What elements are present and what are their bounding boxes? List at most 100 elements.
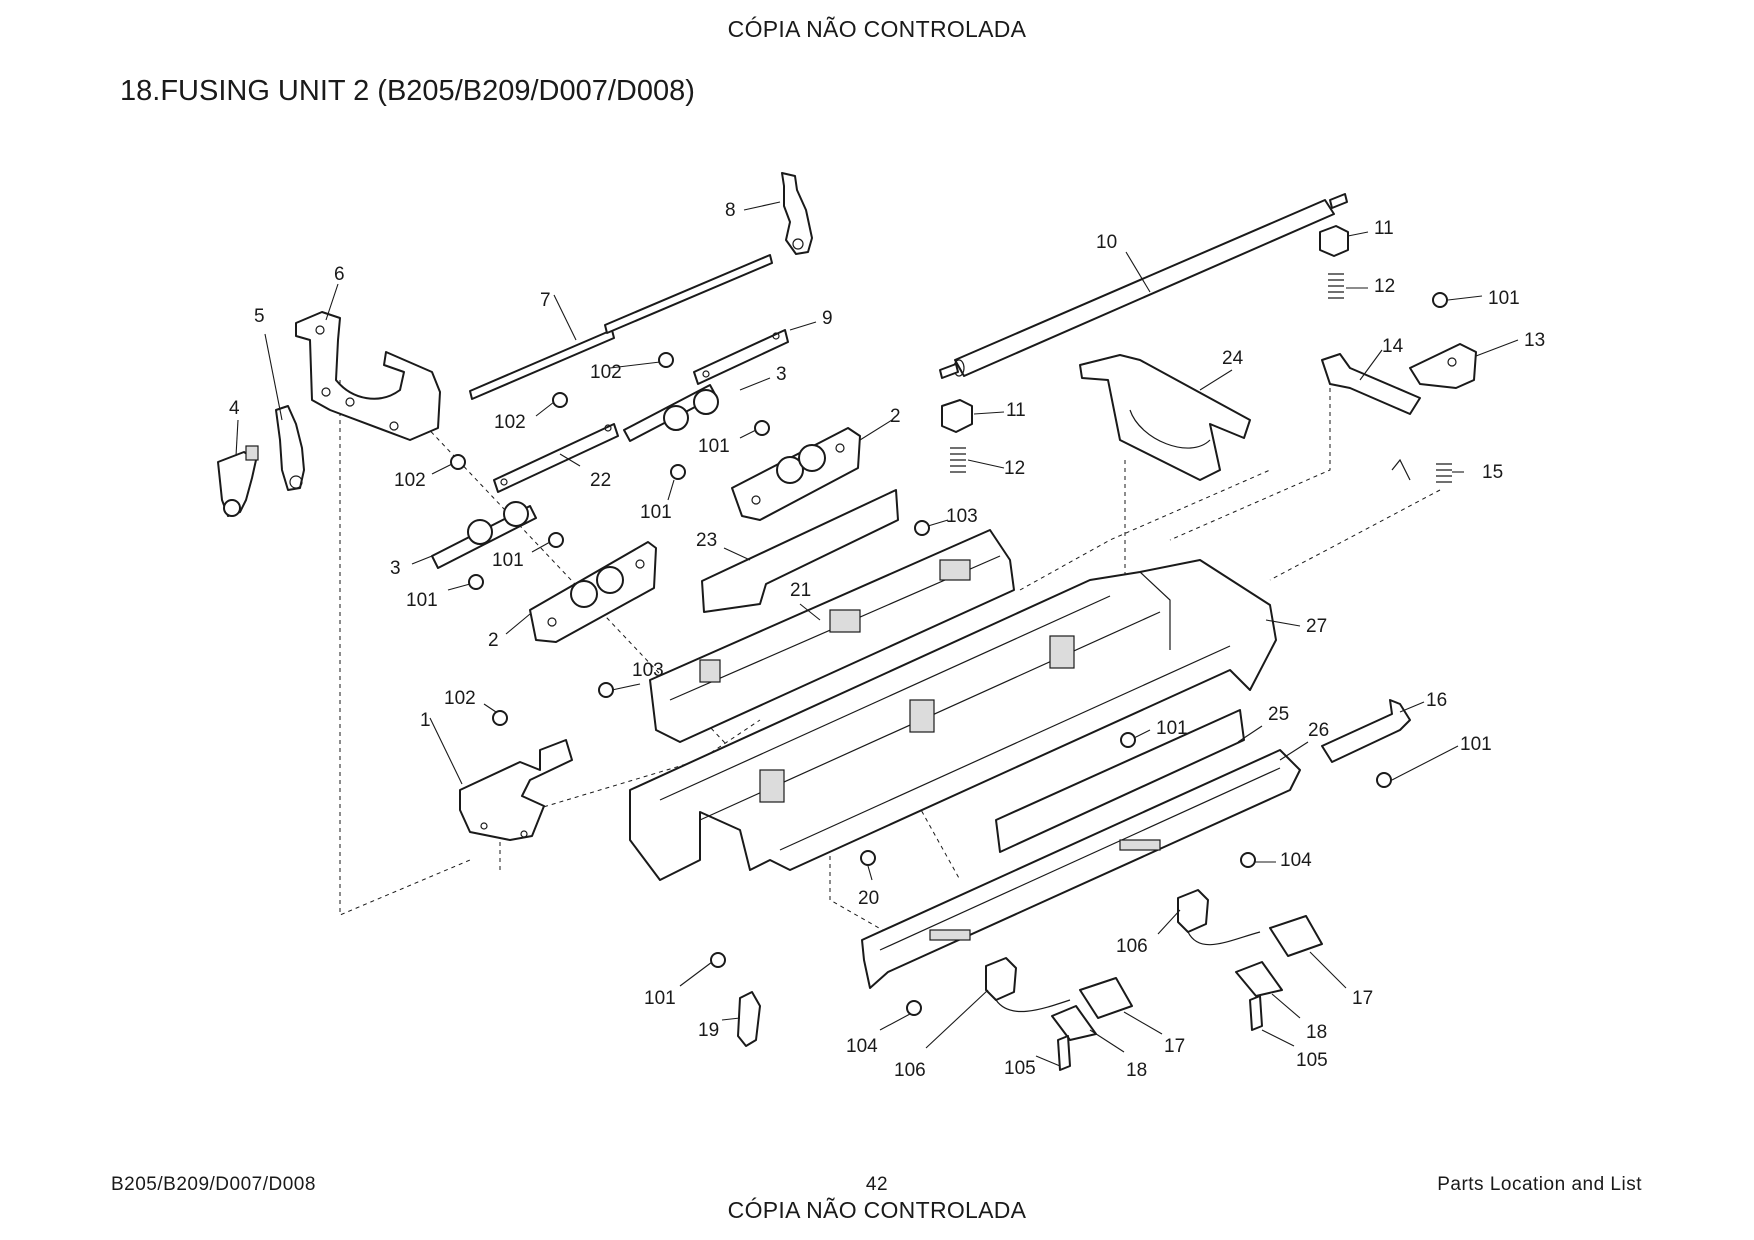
screws	[450, 292, 1448, 1016]
part-4-cam	[217, 445, 259, 517]
part-2-bearing-plate-lower	[529, 541, 657, 643]
callout-6: 6	[334, 264, 345, 285]
callout-8: 8	[725, 200, 736, 221]
part-5-lever	[275, 405, 305, 491]
part-1-bracket	[459, 739, 573, 841]
callout-21: 21	[790, 580, 811, 601]
callout-3: 3	[390, 558, 401, 579]
part-9-bracket	[693, 329, 789, 385]
screw-101	[468, 574, 484, 590]
screw-104	[906, 1000, 922, 1016]
callout-102: 102	[394, 470, 426, 491]
callout-4: 4	[229, 398, 240, 419]
part-3-bushings-lower	[431, 501, 537, 569]
sensor-set-right	[1177, 889, 1323, 1031]
callout-101: 101	[492, 550, 524, 571]
callout-5: 5	[254, 306, 265, 327]
part-10-roller	[939, 193, 1348, 379]
part-16-plate	[1321, 699, 1411, 763]
part-27-main-frame	[629, 559, 1277, 881]
screw-103	[598, 682, 614, 698]
callout-101: 101	[1488, 288, 1520, 309]
part-17-left	[1079, 977, 1133, 1019]
screw-104	[1240, 852, 1256, 868]
page-title: 18.FUSING UNIT 2 (B205/B209/D007/D008)	[120, 75, 695, 107]
callout-105: 105	[1296, 1050, 1328, 1071]
callout-7: 7	[540, 290, 551, 311]
callout-13: 13	[1524, 330, 1545, 351]
callout-3: 3	[776, 364, 787, 385]
footer-page-number: 42	[865, 1174, 889, 1195]
callout-11: 11	[1374, 218, 1394, 239]
screw-102	[552, 392, 568, 408]
leader-lines	[235, 201, 1519, 1067]
callout-101: 101	[644, 988, 676, 1009]
part-25-sheet	[995, 709, 1245, 853]
callout-102: 102	[444, 688, 476, 709]
part-13-lever	[1409, 343, 1477, 389]
callout-105: 105	[1004, 1058, 1036, 1079]
watermark-top: CÓPIA NÃO CONTROLADA	[727, 16, 1027, 42]
callout-102: 102	[590, 362, 622, 383]
screw-101	[670, 464, 686, 480]
callout-24: 24	[1222, 348, 1244, 369]
part-7-shaft	[469, 254, 773, 400]
screw-101	[754, 420, 770, 436]
part-11-bushing-right	[1319, 225, 1349, 257]
screw-101	[1432, 292, 1448, 308]
sensor-set-left	[985, 957, 1133, 1071]
part-105-right	[1249, 995, 1263, 1031]
part-8-lever	[781, 172, 813, 255]
callout-16: 16	[1426, 690, 1447, 711]
screw-103	[914, 520, 930, 536]
callout-23: 23	[696, 530, 717, 551]
part-22-bracket	[493, 423, 619, 493]
callout-18: 18	[1306, 1022, 1327, 1043]
footer-section: Parts Location and List	[1437, 1174, 1642, 1195]
callout-15: 15	[1482, 462, 1503, 483]
callout-103: 103	[632, 660, 664, 681]
part-21-guide	[649, 529, 1015, 743]
callout-2: 2	[890, 406, 901, 427]
part-105-left	[1057, 1035, 1071, 1071]
watermark-bottom: CÓPIA NÃO CONTROLADA	[727, 1197, 1027, 1223]
callout-25: 25	[1268, 704, 1289, 725]
callout-104: 104	[846, 1036, 878, 1057]
callout-17: 17	[1352, 988, 1373, 1009]
part-19-bracket	[737, 991, 761, 1047]
screw-102	[492, 710, 508, 726]
part-15-spring	[1391, 458, 1452, 483]
part-12-spring-right	[1328, 273, 1344, 299]
part-3-bushings-upper	[623, 384, 719, 442]
part-18-left	[1051, 1005, 1097, 1041]
callout-18: 18	[1126, 1060, 1147, 1081]
screw-102	[450, 454, 466, 470]
part-11-bushing-left	[941, 399, 973, 433]
callout-2: 2	[488, 630, 499, 651]
part-23-sheet	[701, 489, 899, 613]
part-18-right	[1235, 961, 1283, 997]
callout-101: 101	[640, 502, 672, 523]
part-14-bracket	[1321, 353, 1421, 415]
callout-1: 1	[420, 710, 431, 731]
callout-22: 22	[590, 470, 611, 491]
callout-102: 102	[494, 412, 526, 433]
part-106-left	[985, 957, 1017, 1001]
screw-101	[1376, 772, 1392, 788]
callout-27: 27	[1306, 616, 1327, 637]
callout-14: 14	[1382, 336, 1404, 357]
screw-101	[1120, 732, 1136, 748]
callout-labels: 8 7 9 10 11 12 101 6 5 4 14 13 24 3 102 …	[229, 200, 1545, 1081]
callout-12: 12	[1004, 458, 1025, 479]
callout-104: 104	[1280, 850, 1312, 871]
part-24-side-frame	[1079, 354, 1251, 481]
callout-9: 9	[822, 308, 833, 329]
callout-101: 101	[698, 436, 730, 457]
part-106-right	[1177, 889, 1209, 933]
callout-101: 101	[1460, 734, 1492, 755]
callout-17: 17	[1164, 1036, 1185, 1057]
part-6-frame	[295, 311, 441, 441]
part-26-lower-guide	[861, 749, 1301, 989]
part-2-bearing-plate-upper	[731, 427, 861, 521]
